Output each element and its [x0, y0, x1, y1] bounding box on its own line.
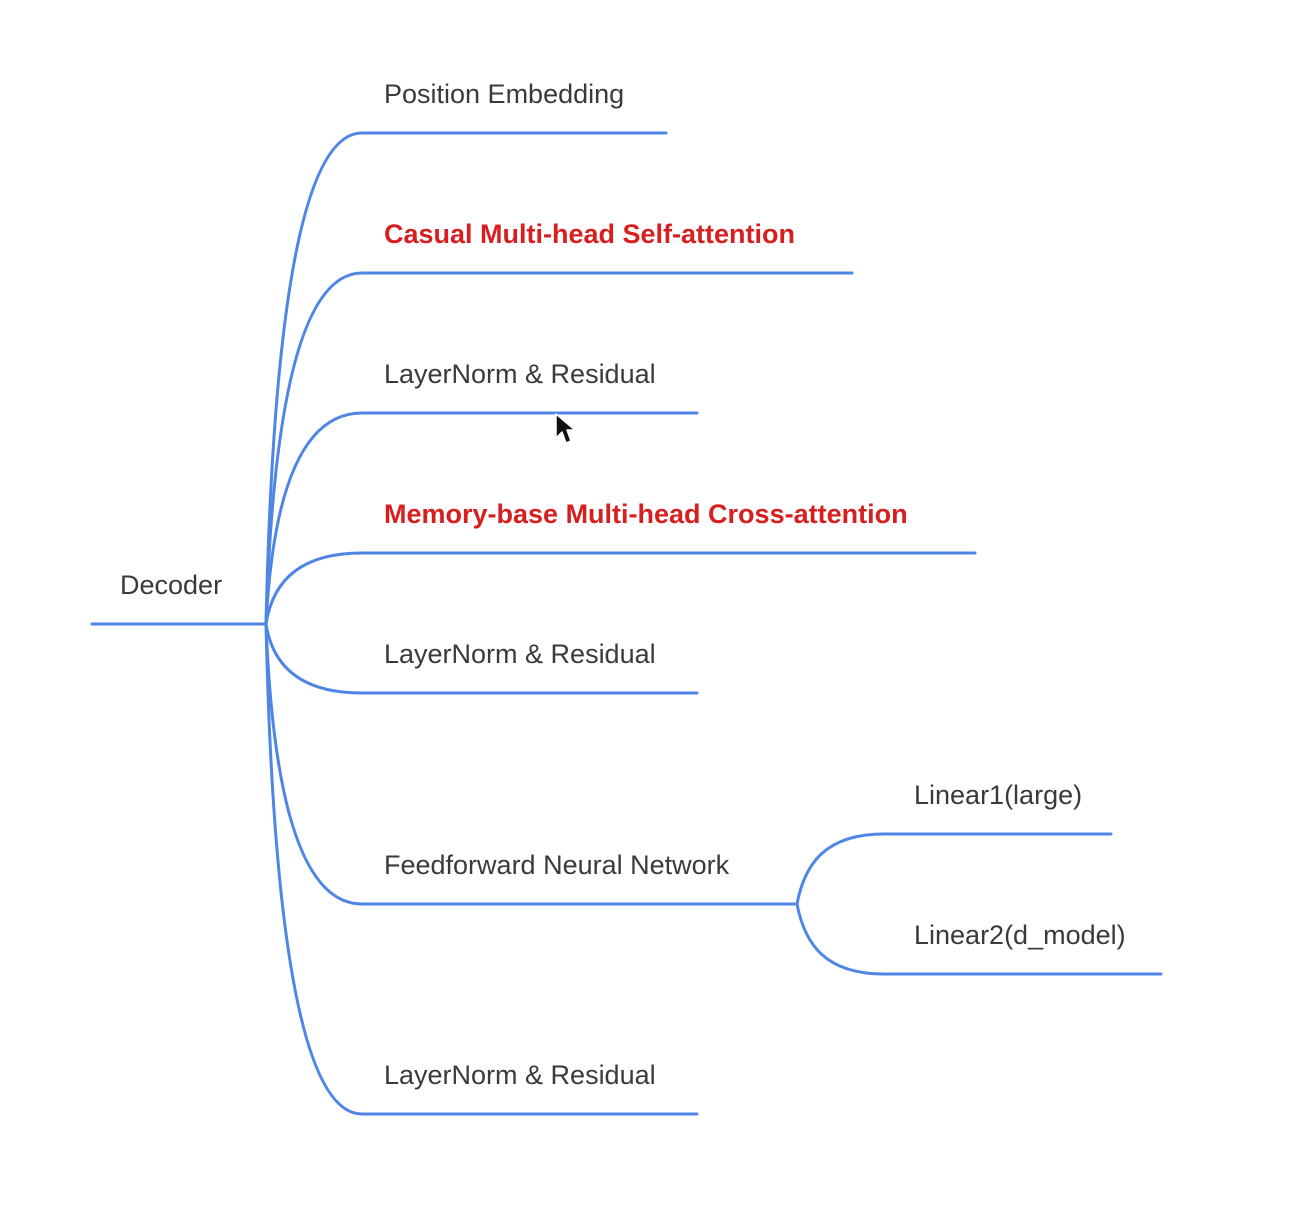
- node-label-position-embedding: Position Embedding: [384, 79, 624, 109]
- mouse-pointer-icon: [555, 413, 576, 444]
- node-label-linear2: Linear2(d_model): [914, 920, 1126, 950]
- node-label-linear1: Linear1(large): [914, 780, 1082, 810]
- node-label-layernorm-residual-3: LayerNorm & Residual: [384, 1060, 656, 1090]
- node-label-casual-self-attention: Casual Multi-head Self-attention: [384, 219, 795, 249]
- branch-line-layernorm-residual-1: [264, 411, 699, 626]
- branch-layernorm-residual-1: LayerNorm & Residual: [264, 359, 699, 626]
- branch-line-linear2: [795, 902, 1163, 976]
- branch-line-position-embedding: [264, 131, 668, 626]
- node-decoder: Decoder: [90, 570, 266, 626]
- branch-line-casual-self-attention: [264, 271, 854, 626]
- branch-feedforward: Feedforward Neural Network Linear1(large)…: [264, 622, 1163, 976]
- node-label-layernorm-residual-2: LayerNorm & Residual: [384, 639, 656, 669]
- branch-layernorm-residual-3: LayerNorm & Residual: [264, 622, 699, 1116]
- node-label-decoder: Decoder: [120, 570, 222, 600]
- branch-line-layernorm-residual-2: [264, 622, 699, 695]
- node-label-feedforward: Feedforward Neural Network: [384, 850, 730, 880]
- branch-line-feedforward: [264, 622, 799, 906]
- node-label-layernorm-residual-1: LayerNorm & Residual: [384, 359, 656, 389]
- node-label-cross-attention: Memory-base Multi-head Cross-attention: [384, 499, 908, 529]
- branch-linear1: Linear1(large): [795, 780, 1113, 906]
- branch-casual-self-attention: Casual Multi-head Self-attention: [264, 219, 854, 626]
- branch-line-linear1: [795, 832, 1113, 906]
- branch-line-layernorm-residual-3: [264, 622, 699, 1116]
- branch-position-embedding: Position Embedding: [264, 79, 668, 626]
- branch-linear2: Linear2(d_model): [795, 902, 1163, 976]
- branch-cross-attention: Memory-base Multi-head Cross-attention: [264, 499, 977, 626]
- branch-line-cross-attention: [264, 551, 977, 626]
- branch-layernorm-residual-2: LayerNorm & Residual: [264, 622, 699, 695]
